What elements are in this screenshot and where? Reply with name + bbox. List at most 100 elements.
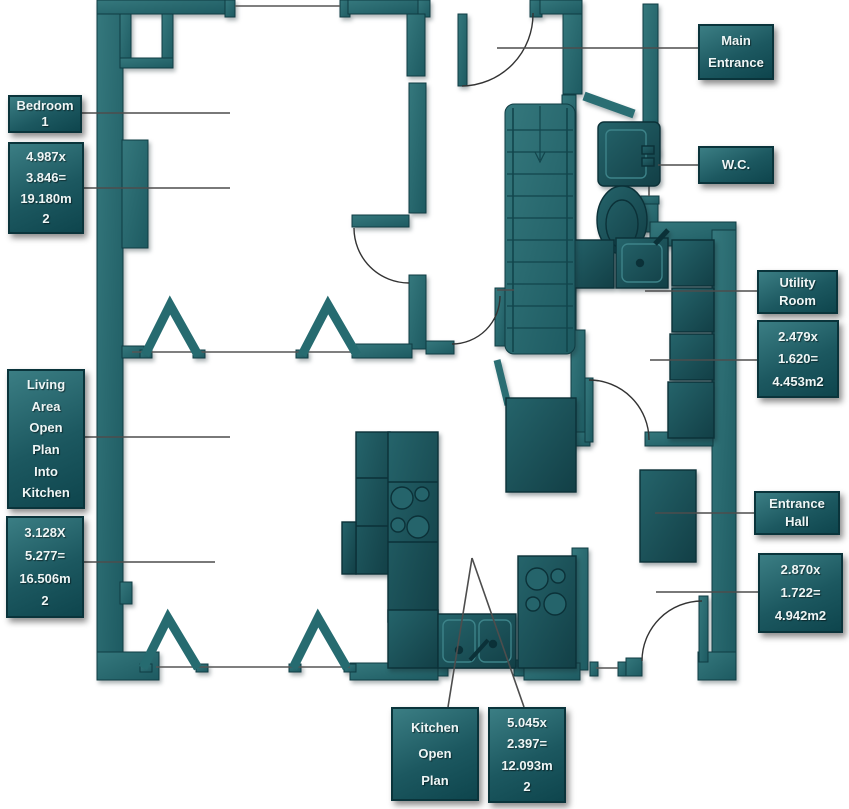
interior-wall — [408, 274, 427, 350]
label-line: 12.093m — [501, 757, 553, 773]
fixtures — [341, 121, 715, 669]
utility-sink-unit — [615, 237, 669, 289]
label-line: Entrance — [769, 495, 825, 511]
label-line: Hall — [785, 514, 809, 530]
folding-door — [298, 295, 361, 358]
label-line: Utility — [779, 274, 816, 290]
faucet — [641, 157, 655, 167]
radiator-tab — [119, 581, 133, 605]
door-swings — [353, 12, 703, 662]
fridge-unit — [505, 397, 577, 493]
kitchen-corner-unit — [387, 609, 439, 669]
interior-wall-stub — [351, 343, 413, 359]
label-line: 4.453m2 — [772, 373, 824, 389]
label-line: 3.846= — [25, 169, 67, 185]
label-line: 16.506m — [19, 570, 71, 586]
label-line: Entrance — [708, 55, 764, 71]
utility-door-arc — [588, 379, 650, 441]
sink-drain — [488, 639, 498, 649]
kitchen-faucet — [468, 638, 490, 662]
utility-door-leaf — [584, 377, 594, 443]
utility-cabinet — [671, 287, 715, 333]
label-entrance-hall-dims: 2.870x 1.722= 4.942m2 — [758, 553, 843, 633]
label-line: Plan — [421, 772, 449, 788]
hall-door-arc — [641, 600, 703, 662]
label-line: 2.397= — [506, 736, 548, 752]
interior-wall — [406, 13, 426, 77]
folding-door — [138, 608, 202, 671]
label-line: 1 — [41, 114, 49, 130]
window-cap — [589, 661, 599, 677]
hob-burner — [525, 567, 549, 591]
hob-burner — [525, 596, 541, 612]
label-line: 4.942m2 — [774, 608, 827, 624]
interior-wall-stub — [351, 214, 410, 228]
right-outer-wall — [711, 229, 737, 671]
label-line: 1.722= — [780, 585, 821, 601]
folding-door — [288, 608, 351, 671]
label-line: 5.045x — [507, 714, 547, 730]
label-line: Open — [418, 746, 452, 762]
hob-burner — [406, 515, 430, 539]
hob-burner — [543, 592, 567, 616]
kitchen-sink-bowl — [478, 619, 512, 663]
label-line: Area — [31, 398, 61, 414]
label-line: Into — [34, 463, 58, 479]
hall-door-leaf — [698, 595, 709, 663]
hob-burner — [414, 486, 430, 502]
label-line: Main — [721, 32, 751, 48]
top-wall — [347, 0, 419, 15]
label-line: Kitchen — [22, 485, 70, 501]
utility-cabinet — [667, 381, 715, 439]
utility-cabinet — [669, 333, 715, 381]
label-bedroom-1-dims: 4.987x 3.846= 19.180m 2 — [8, 142, 84, 234]
utility-sink — [621, 243, 663, 283]
label-line: Plan — [32, 442, 60, 458]
leader-lines — [82, 47, 758, 708]
label-line: 4.987x — [26, 149, 66, 165]
door-post — [625, 657, 643, 677]
top-wall — [96, 0, 228, 15]
main-entrance-door-leaf — [457, 13, 468, 87]
stairs-body — [504, 103, 576, 355]
lobby-wall — [562, 13, 583, 95]
faucet — [641, 145, 655, 155]
label-wc: W.C. — [698, 146, 774, 184]
stairs-direction-arrow — [534, 151, 546, 164]
window-cap — [617, 661, 627, 677]
label-line: 19.180m — [20, 190, 72, 206]
utility-cabinet — [671, 239, 715, 287]
wc-door-leaf — [582, 91, 636, 119]
label-line: Room — [779, 293, 816, 309]
leader-kitchen — [447, 557, 473, 708]
label-line: Kitchen — [411, 719, 459, 735]
label-line: Living — [26, 377, 66, 393]
stairs — [504, 103, 576, 355]
interior-wall-stub — [425, 340, 455, 355]
label-line: 2.479x — [778, 328, 818, 344]
left-outer-wall — [96, 0, 124, 681]
label-line: 2 — [42, 211, 50, 227]
kitchen-cabinet-column — [355, 431, 391, 575]
window-cap — [224, 0, 236, 18]
utility-faucet — [653, 228, 670, 246]
hob-burner — [390, 486, 414, 510]
hob-burner — [550, 568, 566, 584]
folding-door-symbols — [138, 295, 361, 671]
folding-door — [140, 295, 202, 358]
kitchen-side-unit — [341, 521, 357, 575]
chimney-wall — [119, 57, 174, 69]
label-line: 2.870x — [780, 562, 821, 578]
label-line: 5.277= — [24, 547, 66, 563]
interior-wall — [408, 82, 427, 214]
utility-appliance — [639, 469, 697, 563]
hob-burner — [390, 517, 406, 533]
